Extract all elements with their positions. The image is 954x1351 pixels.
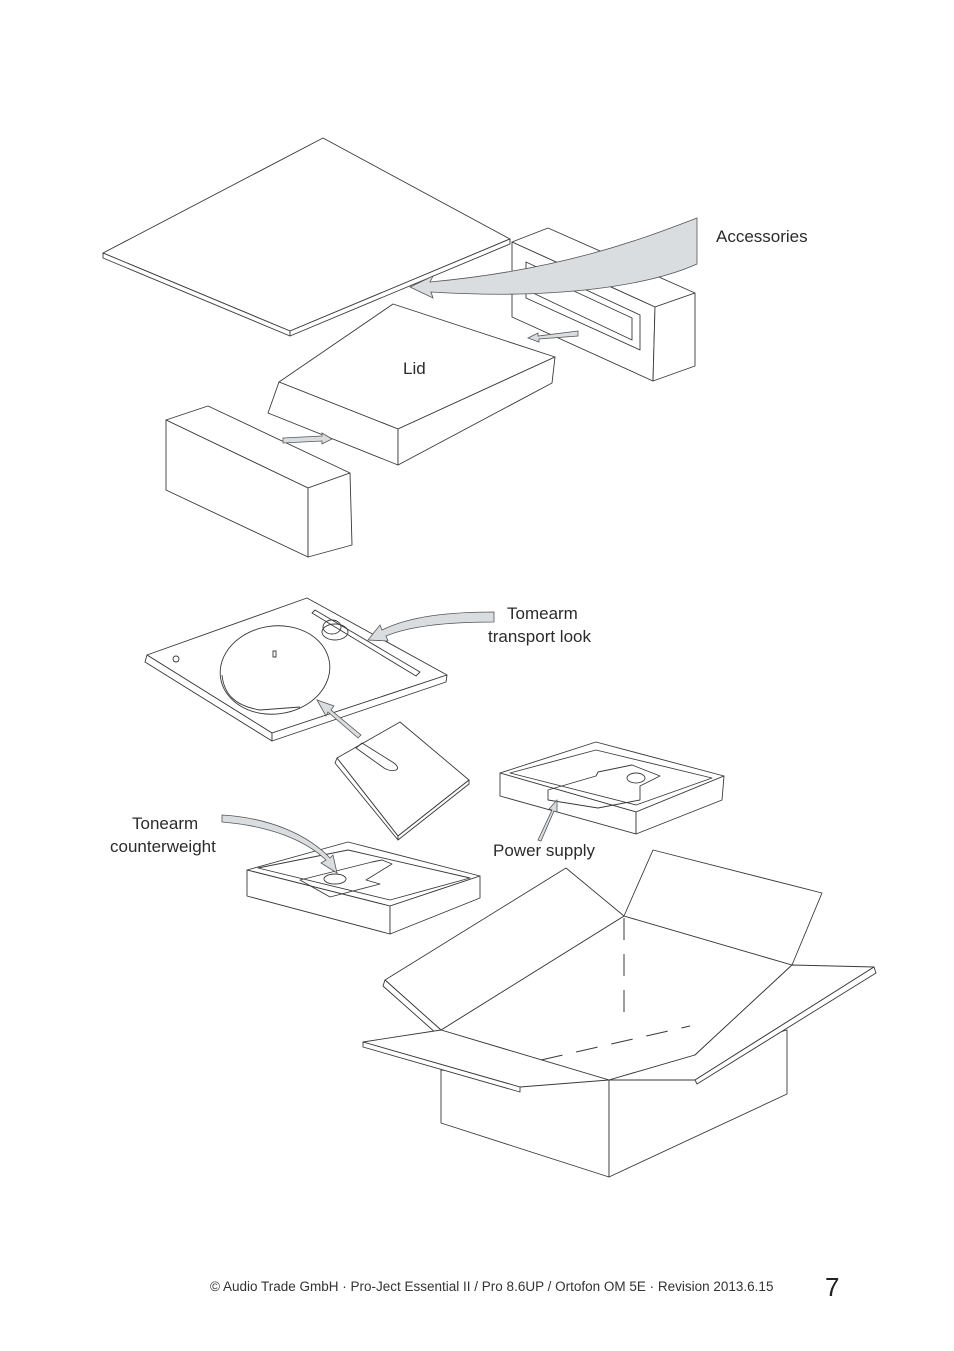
- counterweight-tray: [246, 841, 481, 935]
- tonearm-counterweight-label-line2: counterweight: [110, 837, 216, 856]
- tray-to-turntable-arrow: [316, 699, 362, 739]
- accessories-label: Accessories: [716, 227, 808, 246]
- platter-mat-tray: [334, 721, 470, 841]
- shipping-box: [362, 849, 877, 1178]
- page-number: 7: [825, 1272, 840, 1302]
- footer-copyright: © Audio Trade GmbH · Pro-Ject Essential …: [210, 1279, 774, 1294]
- tonearm-transport-lock-label-line2: transport look: [488, 627, 591, 646]
- tonearm-counterweight-label-line1: Tonearm: [132, 814, 199, 833]
- counterweight-arrow: [221, 814, 338, 874]
- tonearm-transport-lock-label-line1: Tomearm: [507, 604, 578, 623]
- power-supply-arrow: [537, 798, 558, 842]
- lid-label: Lid: [403, 359, 426, 378]
- accessories-arrow: [409, 217, 698, 299]
- left-foam-block: [165, 405, 353, 558]
- power-supply-label: Power supply: [493, 841, 596, 860]
- turntable: [144, 597, 448, 742]
- power-supply-tray: [499, 741, 725, 835]
- lid-arrow-left: [282, 432, 333, 445]
- cardboard-sheet: [102, 137, 511, 337]
- lid: [267, 303, 556, 466]
- lid-arrow-right: [526, 330, 579, 343]
- tonearm-lock-arrow: [367, 611, 495, 642]
